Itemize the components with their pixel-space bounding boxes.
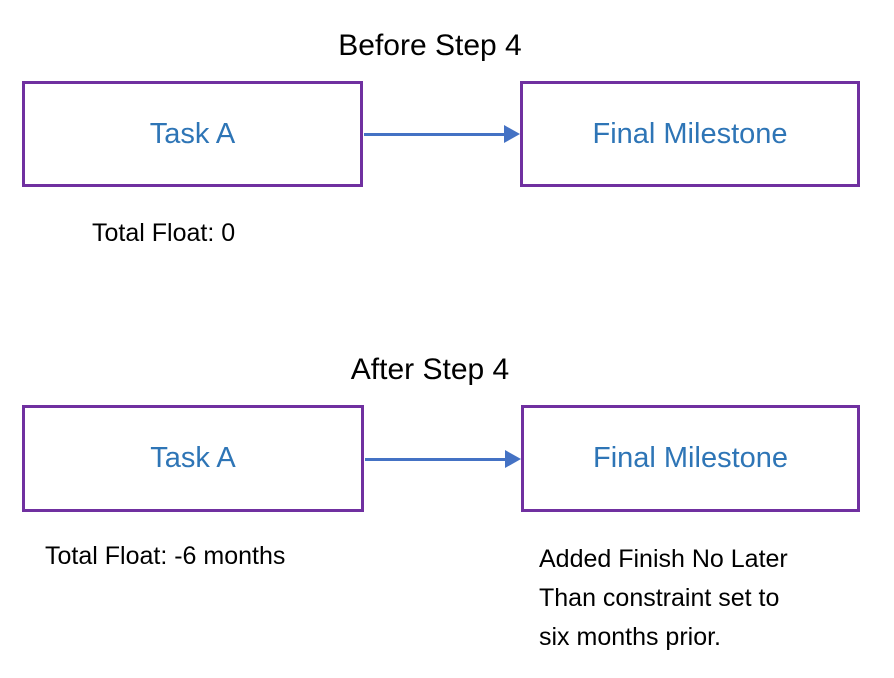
- final-milestone-box-before: Final Milestone: [520, 81, 860, 187]
- arrow-head-icon: [504, 125, 520, 143]
- total-float-note-after: Total Float: -6 months: [45, 542, 286, 570]
- arrow-line: [365, 457, 505, 461]
- dependency-arrow-before: [364, 125, 520, 143]
- section-title-after: After Step 4: [350, 353, 510, 386]
- task-a-label: Task A: [150, 442, 236, 474]
- section-title-before: Before Step 4: [338, 29, 522, 62]
- dependency-arrow-after: [365, 450, 521, 468]
- task-a-label: Task A: [149, 117, 236, 150]
- constraint-note-line: Than constraint set to: [539, 584, 780, 612]
- task-a-box-before: Task A: [22, 81, 363, 187]
- final-milestone-label: Final Milestone: [592, 117, 788, 150]
- final-milestone-label: Final Milestone: [592, 442, 789, 474]
- constraint-note-line: Added Finish No Later: [539, 545, 788, 573]
- task-a-box-after: Task A: [22, 405, 364, 512]
- final-milestone-box-after: Final Milestone: [521, 405, 860, 512]
- constraint-note-line: six months prior.: [539, 623, 722, 651]
- constraint-note: Added Finish No Later Than constraint se…: [539, 540, 788, 657]
- total-float-note-before: Total Float: 0: [92, 219, 236, 247]
- arrow-head-icon: [505, 450, 521, 468]
- arrow-line: [364, 132, 504, 136]
